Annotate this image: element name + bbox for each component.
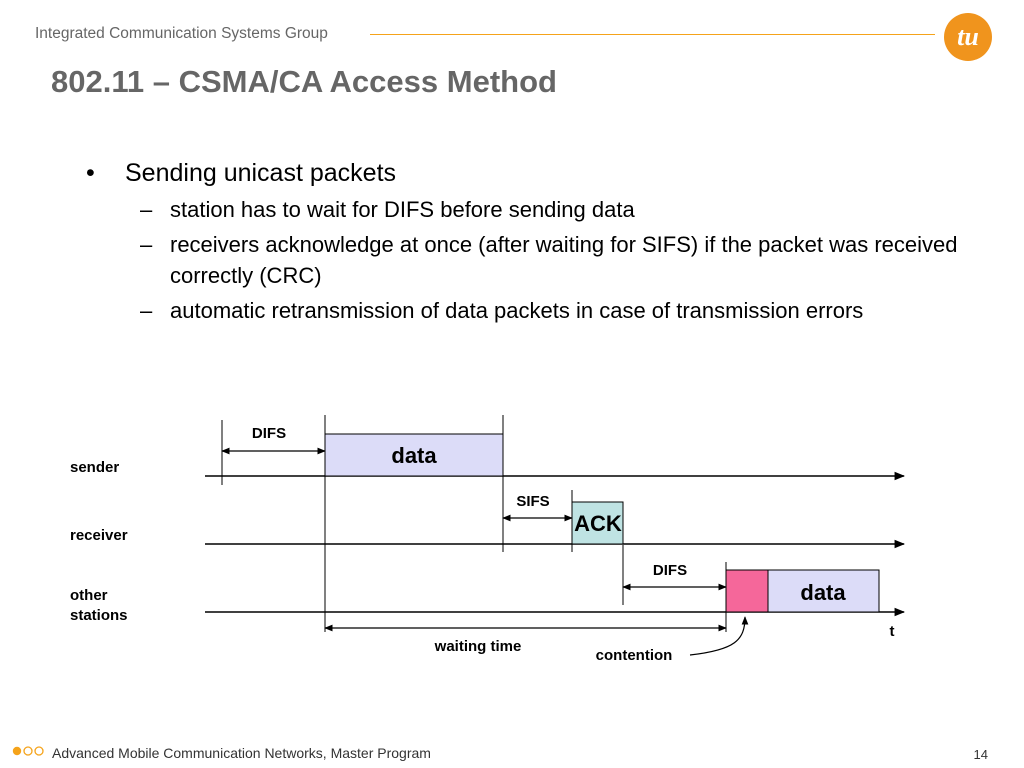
sub-bullet-text: receivers acknowledge at once (after wai…	[170, 232, 958, 288]
other-data-frame	[767, 569, 880, 613]
dash-marker: –	[140, 298, 153, 323]
other-data-label: data	[800, 580, 846, 605]
contention-label: contention	[596, 647, 673, 664]
sub-bullet-text: automatic retransmission of data packets…	[170, 298, 864, 323]
logo-text: tu	[957, 22, 979, 51]
row-label-other: other	[70, 587, 108, 604]
footer-dot	[34, 746, 44, 756]
slide-title: 802.11 – CSMA/CA Access Method	[51, 64, 557, 99]
sender-data-label: data	[391, 443, 437, 468]
bullet-list: • Sending unicast packets – station has …	[80, 156, 960, 326]
ack-frame	[571, 501, 624, 545]
time-axis-label: t	[890, 623, 895, 640]
ack-label: ACK	[574, 511, 622, 536]
footer-dot	[12, 746, 22, 756]
sub-bullet: – automatic retransmission of data packe…	[80, 295, 960, 326]
dash-marker: –	[140, 197, 153, 222]
contention-slot	[725, 569, 769, 613]
bullet-marker: •	[86, 159, 95, 187]
contention-pointer	[689, 616, 749, 656]
bullet-main: • Sending unicast packets	[80, 156, 960, 190]
dash-marker: –	[140, 232, 153, 257]
waiting-time-label: waiting time	[434, 638, 522, 655]
row-label-sender: sender	[70, 459, 119, 476]
group-name: Integrated Communication Systems Group	[35, 25, 328, 42]
logo-circle	[944, 13, 992, 61]
sifs-label: SIFS	[516, 493, 549, 510]
difs-label: DIFS	[252, 425, 286, 442]
sub-bullet: – station has to wait for DIFS before se…	[80, 194, 960, 225]
bullet-main-text: Sending unicast packets	[125, 159, 397, 187]
row-label-receiver: receiver	[70, 527, 128, 544]
row-label-stations: stations	[70, 607, 128, 624]
page-number: 14	[973, 747, 988, 762]
footer-dots-icon	[12, 746, 44, 756]
header-rule	[370, 34, 935, 35]
sender-data-frame	[324, 433, 504, 477]
university-logo: tu	[944, 13, 992, 61]
sub-bullet: – receivers acknowledge at once (after w…	[80, 229, 960, 291]
sub-bullet-text: station has to wait for DIFS before send…	[170, 197, 635, 222]
difs-label: DIFS	[653, 562, 687, 579]
footer-program: Advanced Mobile Communication Networks, …	[52, 745, 431, 761]
footer-dot	[23, 746, 33, 756]
